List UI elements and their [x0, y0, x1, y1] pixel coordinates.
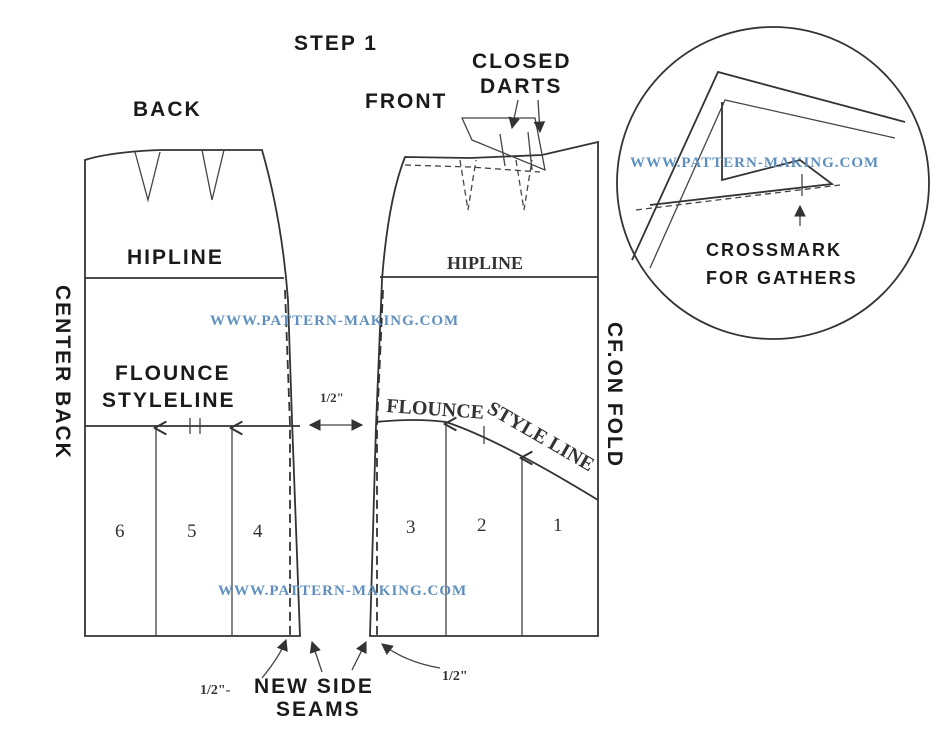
- half-inch-right-arrow: [381, 643, 441, 669]
- back-pattern-piece: [84, 149, 301, 637]
- panel-number-6: 6: [115, 521, 125, 542]
- front-new-side-seam: [376, 289, 384, 636]
- new-side-seam-arrow-left-2: [309, 640, 323, 673]
- front-pattern-piece: [369, 117, 599, 637]
- panel-number-2: 2: [477, 515, 487, 536]
- closed-darts-arrow-1: [508, 99, 520, 130]
- closed-darts-arrow-2: [533, 99, 546, 134]
- closed-dart-line-2: [527, 131, 533, 171]
- back-outline: [84, 149, 301, 637]
- new-side-seam-arrow-right: [351, 640, 367, 671]
- zoom-waist-outer: [631, 70, 906, 261]
- zoom-circle-border: [616, 26, 930, 340]
- step-title: STEP 1: [294, 32, 378, 55]
- back-flounce-label-1: FLOUNCE: [115, 362, 231, 385]
- front-dart-1: [459, 159, 477, 211]
- closed-dart-extension: [460, 117, 546, 172]
- front-dart-2: [515, 159, 533, 211]
- back-flounce-label-2: STYLELINE: [102, 389, 236, 412]
- center-back-label: CENTER BACK: [51, 285, 74, 460]
- closed-darts-label-2: DARTS: [480, 75, 562, 98]
- back-new-side-seam: [284, 289, 291, 636]
- front-waist-adjusted: [404, 164, 541, 173]
- cf-on-fold-label: CF.ON FOLD: [603, 322, 626, 468]
- back-dart-1: [134, 151, 161, 203]
- zoom-waist-inner: [649, 99, 896, 269]
- crossmark-label-2: FOR GATHERS: [706, 268, 858, 288]
- closed-dart-line-1: [499, 133, 506, 167]
- detail-zoom-circle: [616, 26, 930, 340]
- panel-number-4: 4: [253, 521, 263, 542]
- crossmark-label-1: CROSSMARK: [706, 240, 842, 260]
- back-dart-2: [201, 149, 225, 201]
- half-inch-gap-label: 1/2": [320, 390, 344, 405]
- half-inch-left-label: 1/2"-: [200, 683, 231, 698]
- panel-number-3: 3: [406, 517, 416, 538]
- new-side-seams-label-1: NEW SIDE: [254, 675, 374, 698]
- closed-darts-label-1: CLOSED: [472, 50, 572, 73]
- watermark-middle: WWW.PATTERN-MAKING.COM: [210, 313, 459, 329]
- watermark-bottom: WWW.PATTERN-MAKING.COM: [218, 583, 467, 599]
- front-flounce-styleline: [375, 419, 599, 501]
- zoom-dashed-seam: [635, 184, 841, 211]
- new-side-seam-arrow-left: [261, 638, 288, 679]
- back-hipline-label: HIPLINE: [127, 246, 224, 269]
- front-label: FRONT: [365, 90, 447, 113]
- front-hipline-label: HIPLINE: [447, 253, 523, 273]
- panel-number-1: 1: [553, 515, 563, 536]
- front-outline: [369, 140, 599, 637]
- zoom-dart-fold: [649, 102, 835, 206]
- watermark-top: WWW.PATTERN-MAKING.COM: [630, 155, 879, 171]
- back-label: BACK: [133, 98, 202, 121]
- front-styleline-label: STYLE LINE: [484, 397, 598, 476]
- panel-number-5: 5: [187, 521, 197, 542]
- half-inch-right-label: 1/2": [442, 669, 468, 684]
- new-side-seams-label-2: SEAMS: [276, 698, 361, 721]
